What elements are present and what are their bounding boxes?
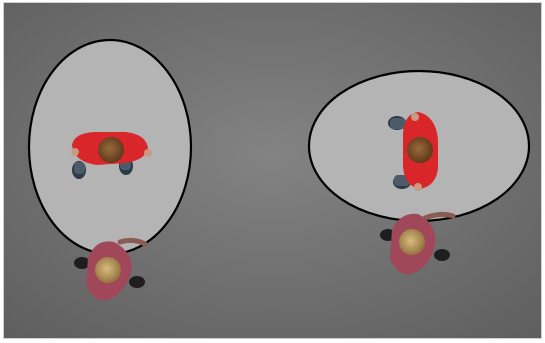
top-down-scene: [0, 0, 545, 343]
